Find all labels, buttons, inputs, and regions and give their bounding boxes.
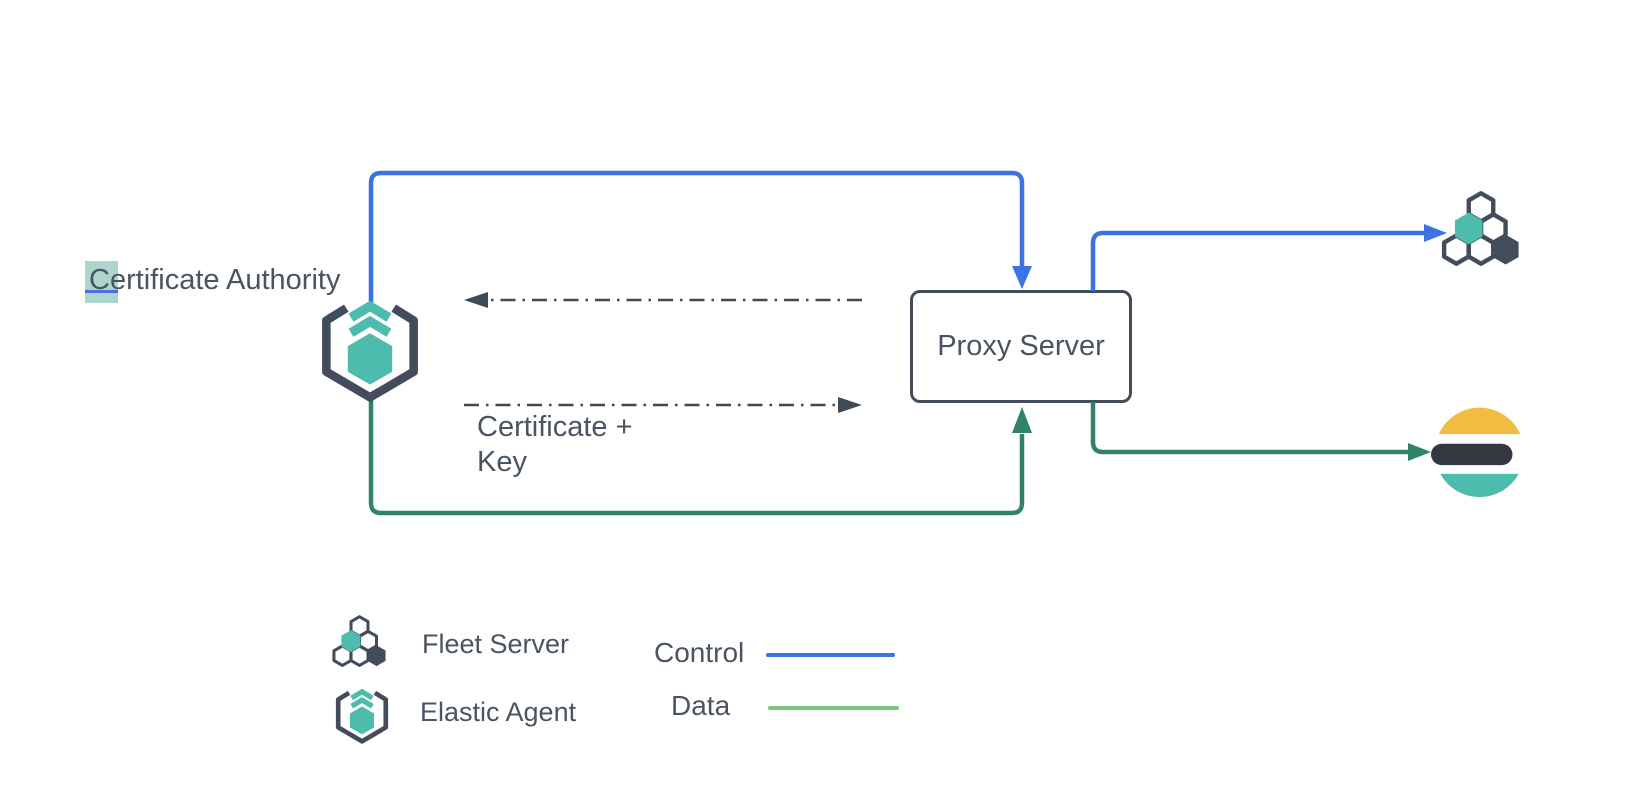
- legend-elastic-agent-icon[interactable]: [338, 692, 386, 742]
- collaborator-text-cursor: [85, 290, 118, 293]
- arrowhead-left-icon: [464, 292, 488, 308]
- arrowhead-right-icon: [1408, 443, 1431, 461]
- text-selection-highlight: [85, 261, 118, 303]
- legend-fleet-server-label[interactable]: Fleet Server: [422, 629, 570, 659]
- proxy-server-node[interactable]: Proxy Server: [910, 290, 1132, 403]
- arrowhead-right-icon: [1424, 224, 1447, 242]
- edge-control-ca-to-proxy-line: [368, 170, 1025, 304]
- edge-data-ca-to-proxy[interactable]: [368, 399, 1032, 516]
- edge-data-proxy-to-es-line: [1090, 402, 1408, 455]
- certificate-key-line1: Certificate +: [477, 411, 633, 443]
- edge-control-proxy-to-fleet-line: [1090, 230, 1424, 291]
- certificate-key-edge-label[interactable]: Certificate + Key: [477, 410, 633, 480]
- arrowhead-down-icon: [1012, 266, 1032, 289]
- certificate-authority-label[interactable]: Certificate Authority: [89, 263, 340, 297]
- edge-dashed-proxy-to-ca[interactable]: [464, 292, 862, 308]
- edge-control-proxy-to-fleet[interactable]: [1090, 224, 1447, 291]
- legend-data-label[interactable]: Data: [671, 690, 731, 721]
- legend-control-label[interactable]: Control: [654, 637, 745, 668]
- elasticsearch-icon[interactable]: [1431, 407, 1521, 498]
- edge-control-ca-to-proxy[interactable]: [368, 170, 1032, 304]
- certificate-authority-label-rest: ertificate Authority: [109, 264, 341, 296]
- arrowhead-up-icon: [1012, 407, 1032, 433]
- certificate-key-line2: Key: [477, 446, 527, 478]
- edge-data-proxy-to-es[interactable]: [1090, 402, 1431, 461]
- edge-data-ca-to-proxy-line: [368, 399, 1025, 516]
- legend-elastic-agent-label[interactable]: Elastic Agent: [420, 697, 577, 727]
- arrowhead-right-icon: [838, 397, 862, 413]
- certificate-authority-label-first-char: C: [89, 264, 110, 296]
- elastic-agent-icon[interactable]: [326, 306, 413, 397]
- proxy-server-label: Proxy Server: [937, 330, 1105, 362]
- fleet-server-icon[interactable]: [1444, 193, 1518, 264]
- legend-fleet-server-icon[interactable]: [332, 615, 388, 668]
